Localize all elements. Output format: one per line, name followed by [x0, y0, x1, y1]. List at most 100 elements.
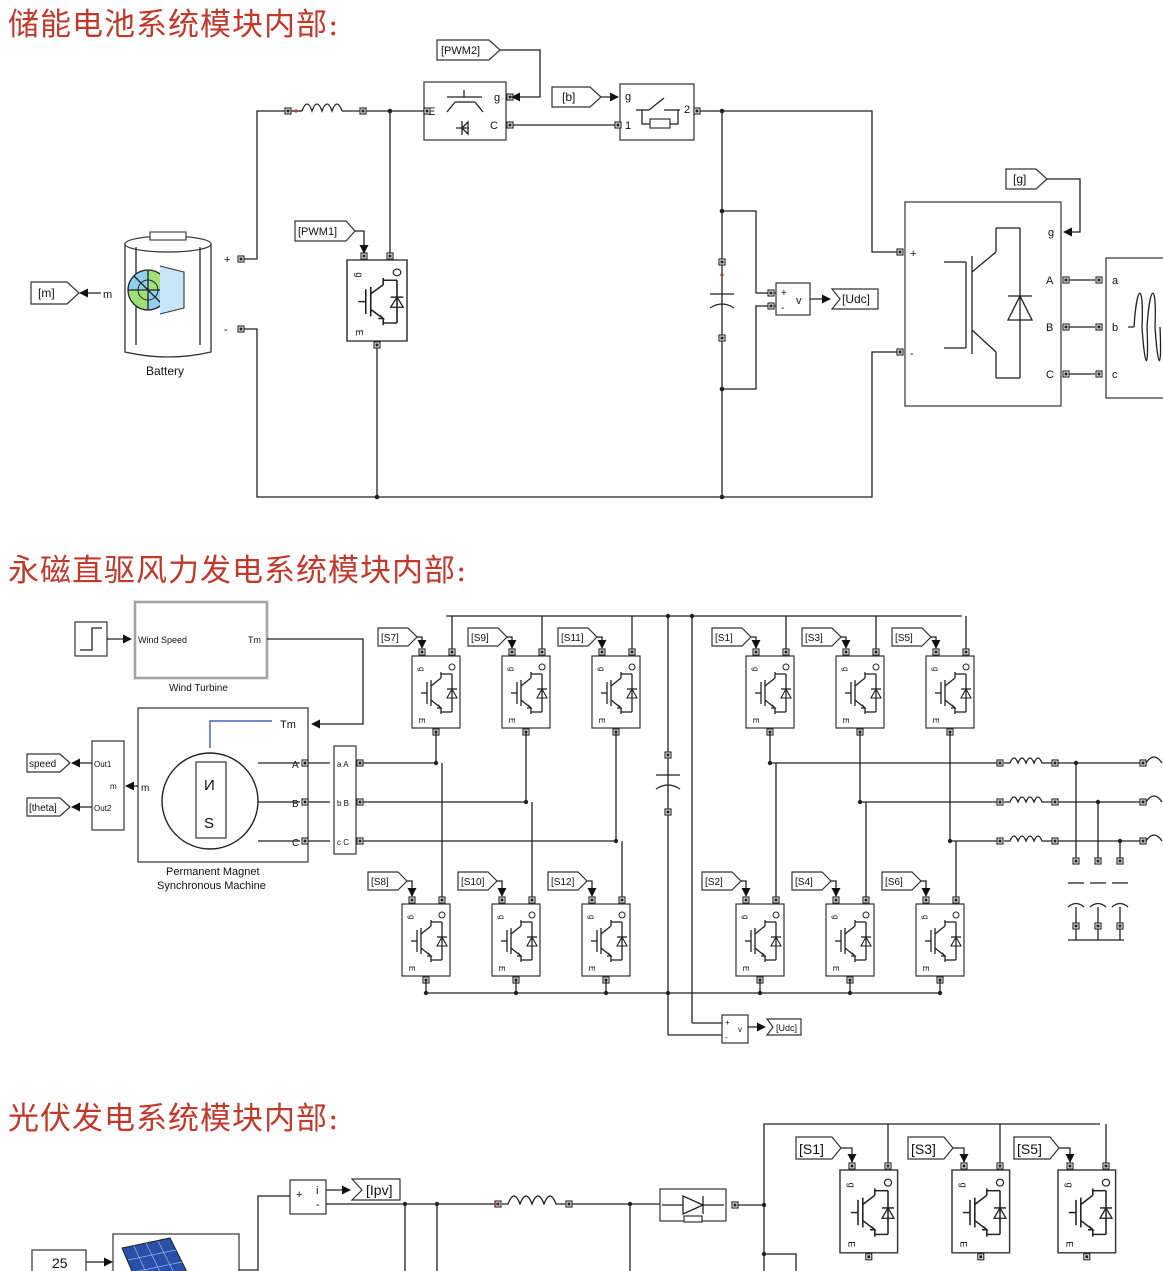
wind-switch-top-6-gate-tag-label: [S5]	[895, 633, 913, 644]
wind-switch-bot-1[interactable]: [S8]	[367, 871, 451, 984]
breaker-block[interactable]: g 1 2	[614, 83, 701, 141]
battery-minus-label: -	[224, 324, 228, 336]
wind-switch-top-2[interactable]: [S9]	[467, 616, 551, 736]
goto-tag-speed[interactable]: speed	[26, 753, 71, 773]
pv-switch-top-2[interactable]: [S3]	[907, 1124, 1011, 1261]
wind-switch-top-5-gate-tag-label: [S3]	[805, 633, 823, 644]
wind-switch-bot-4-gate-tag[interactable]: [S2]	[701, 871, 742, 891]
wind-switch-top-4[interactable]: [S1]	[711, 616, 795, 736]
wind-switch-top-1-gate-tag[interactable]: [S7]	[377, 627, 418, 647]
filter-capacitors-wind[interactable]	[1067, 760, 1128, 941]
wind-switch-bot-6-gate-tag[interactable]: [S6]	[881, 871, 922, 891]
wind-switch-bot-5[interactable]: [S4]	[791, 871, 875, 984]
wind-switch-top-1-gate-tag-label: [S7]	[381, 633, 399, 644]
battery-symbol-icon	[127, 265, 185, 315]
wind-switch-bot-2-gate-tag[interactable]: [S10]	[457, 871, 498, 891]
bridge-port-b: B	[1046, 322, 1053, 334]
goto-tag-udc-wind[interactable]: [Udc]	[765, 1018, 802, 1036]
wind-switch-bot-2[interactable]: [S10]	[457, 871, 541, 984]
wind-switch-top-5-gate-tag[interactable]: [S3]	[801, 627, 842, 647]
igbt-bottom-block[interactable]	[346, 252, 408, 349]
demux-m: m	[110, 782, 117, 791]
goto-tag-udc-label: [Udc]	[842, 292, 870, 306]
pv-switch-top-1[interactable]: [S1]	[795, 1124, 899, 1261]
wind-switch-top-1[interactable]: [S7]	[377, 616, 461, 736]
goto-tag-ipv[interactable]: [Ipv]	[350, 1178, 401, 1201]
solar-panel-icon	[121, 1237, 188, 1271]
capacitor-battery[interactable]	[709, 258, 735, 342]
wind-switch-bot-3[interactable]: [S12]	[547, 871, 631, 984]
wind-switch-bot-3-gate-tag[interactable]: [S12]	[547, 871, 588, 891]
igbt-top-port-c: C	[490, 120, 498, 132]
battery-section-heading: 储能电池系统模块内部:	[8, 7, 340, 43]
pv-switch-top-3-gate-tag[interactable]: [S5]	[1013, 1136, 1060, 1160]
wind-turbine-label: Wind Turbine	[169, 683, 228, 694]
pv-array-block[interactable]	[112, 1233, 240, 1271]
voltage-measurement-wind[interactable]: v + -	[721, 1014, 766, 1044]
wind-switch-bot-5-gate-tag-label: [S4]	[795, 877, 813, 888]
load-port-a: a	[1112, 275, 1119, 287]
pmsm-block[interactable]: Tm A B C m И S Permanent Magnet Synchron…	[137, 707, 330, 892]
pv-switch-top-1-gate-tag[interactable]: [S1]	[795, 1136, 842, 1160]
wind-switch-bot-6-gate-tag-label: [S6]	[885, 877, 903, 888]
pv-section: 25 + i - [Ipv]	[31, 1123, 1117, 1271]
bridge-port-g: g	[1048, 227, 1054, 239]
wind-switch-top-4-gate-tag[interactable]: [S1]	[711, 627, 752, 647]
connection-port-block[interactable]: a A b B c C	[333, 745, 364, 855]
battery-section: Battery m + - [m] E g C	[30, 39, 1163, 500]
three-phase-load-battery[interactable]: a b c	[1095, 257, 1163, 399]
pmsm-port-tm: Tm	[280, 719, 296, 731]
goto-tag-pwm2[interactable]: [PWM2]	[436, 39, 541, 102]
constant-block-25[interactable]: 25	[31, 1249, 113, 1271]
inductor-battery[interactable]	[284, 103, 367, 115]
conn-port-a: a A	[337, 760, 349, 769]
load-port-c: c	[1112, 369, 1118, 381]
wind-switch-top-3-gate-tag[interactable]: [S11]	[557, 627, 598, 647]
goto-tag-b[interactable]: [b]	[551, 86, 619, 108]
wind-switch-top-6-gate-tag[interactable]: [S5]	[891, 627, 932, 647]
step-input-source[interactable]	[74, 621, 132, 657]
demux-out2: Out2	[94, 804, 112, 813]
wind-turbine-block[interactable]: Wind Speed Tm Wind Turbine	[133, 600, 364, 729]
wind-switch-bot-6[interactable]: [S6]	[881, 871, 965, 984]
wind-switch-top-3[interactable]: [S11]	[557, 616, 641, 736]
goto-tag-theta[interactable]: [theta]	[26, 797, 71, 817]
pmsm-port-m: m	[141, 783, 149, 794]
goto-tag-g-label: [g]	[1013, 172, 1026, 186]
universal-bridge-battery[interactable]: g A B C + -	[896, 201, 1095, 407]
wind-speed-port-label: Wind Speed	[138, 635, 187, 645]
goto-tag-udc-battery[interactable]: [Udc]	[830, 288, 879, 310]
wind-vmeter-minus: -	[725, 1033, 728, 1042]
dc-link-capacitor-wind[interactable]	[655, 751, 681, 816]
wind-switch-bot-4[interactable]: [S2]	[701, 871, 785, 984]
pmsm-pole-n-icon: И	[204, 777, 215, 794]
goto-tag-m[interactable]: [m]	[30, 281, 101, 305]
wind-switch-bot-5-gate-tag[interactable]: [S4]	[791, 871, 832, 891]
breaker-port-g: g	[625, 91, 631, 103]
wind-switch-top-6[interactable]: [S5]	[891, 616, 975, 736]
goto-tag-g[interactable]: [g]	[1005, 168, 1081, 237]
pv-switch-top-3[interactable]: [S5]	[1013, 1124, 1117, 1261]
wind-switch-bot-1-gate-tag[interactable]: [S8]	[367, 871, 408, 891]
current-meas-minus: -	[316, 1199, 320, 1211]
pv-section-heading: 光伏发电系统模块内部:	[8, 1101, 340, 1137]
wind-section: Wind Speed Tm Wind Turbine Tm A B C m И …	[26, 600, 1163, 1044]
pv-switch-top-2-gate-tag[interactable]: [S3]	[907, 1136, 954, 1160]
inductor-pv[interactable]	[494, 1195, 573, 1208]
vmeter-v: v	[796, 295, 802, 307]
bus-selector-block[interactable]: Out1 Out2 m	[71, 740, 138, 831]
voltage-measurement-battery[interactable]: + - v	[767, 282, 831, 316]
pmsm-port-b: B	[292, 799, 299, 810]
current-meas-i: i	[316, 1185, 318, 1197]
wind-switch-top-5[interactable]: [S3]	[801, 616, 885, 736]
wind-switch-top-2-gate-tag-label: [S9]	[471, 633, 489, 644]
igbt-top-block[interactable]: E g C	[423, 81, 514, 141]
goto-tag-speed-label: speed	[29, 759, 56, 770]
battery-block[interactable]: Battery m + -	[103, 231, 245, 378]
diode-pv[interactable]	[659, 1188, 739, 1223]
goto-tag-pwm1[interactable]: [PWM1]	[294, 220, 369, 254]
current-measurement-block[interactable]: + i -	[289, 1179, 351, 1215]
output-inductors-wind[interactable]	[997, 756, 1163, 844]
wind-switch-top-2-gate-tag[interactable]: [S9]	[467, 627, 508, 647]
